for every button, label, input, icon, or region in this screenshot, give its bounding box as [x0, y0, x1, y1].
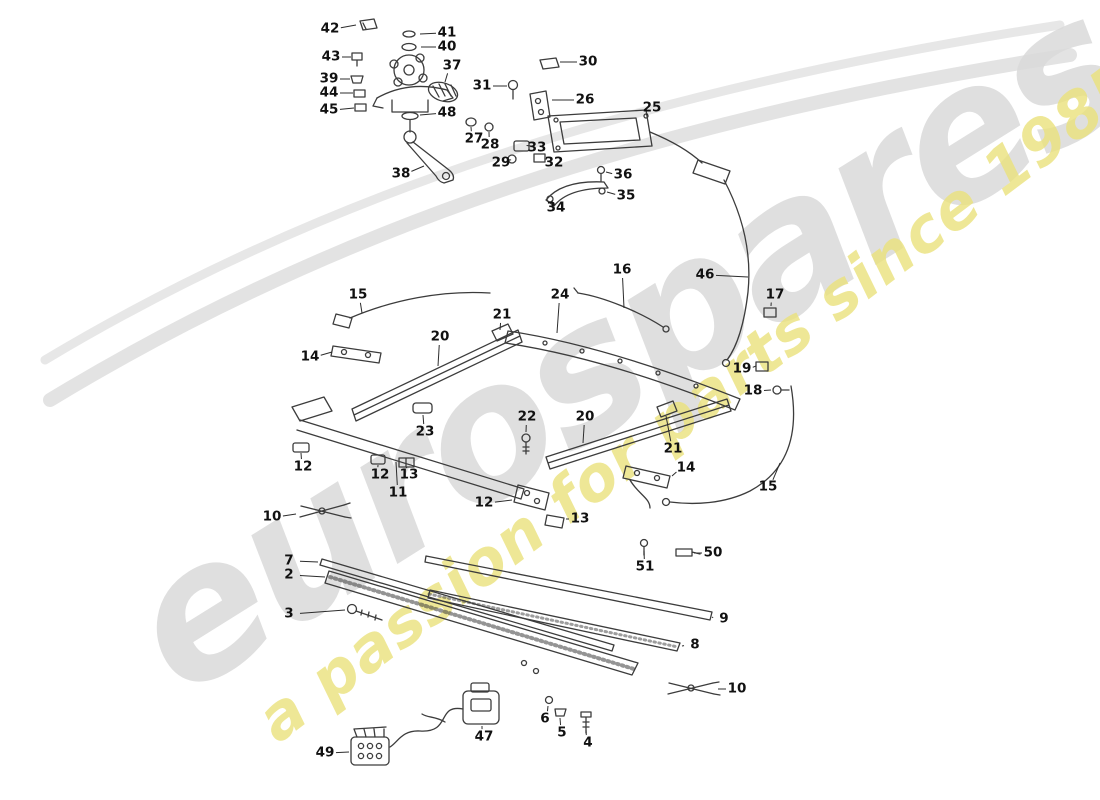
part-number-label: 30: [578, 53, 598, 70]
part-number-label: 4: [583, 734, 593, 751]
part-number-label: 29: [491, 154, 511, 171]
cross-member: [504, 330, 741, 411]
part-number-label: 14: [676, 459, 696, 476]
part-number-label: 14: [300, 348, 320, 365]
part-number-label: 47: [474, 728, 494, 745]
part-number-label: 42: [320, 20, 340, 37]
part-number-label: 3: [284, 605, 294, 622]
part-number-label: 40: [437, 38, 457, 55]
part-number-label: 8: [690, 636, 700, 653]
part-number-label: 45: [319, 101, 339, 118]
part-number-label: 38: [391, 165, 411, 182]
part-number-label: 12: [293, 458, 313, 475]
part-number-label: 27: [464, 130, 484, 147]
part-number-label: 11: [388, 484, 408, 501]
connecting-rod: [573, 287, 670, 333]
inner-frame: [291, 396, 565, 529]
part-number-label: 22: [517, 408, 537, 425]
sunroof-motor-assembly: [350, 18, 459, 184]
part-number-label: 28: [480, 136, 500, 153]
part-number-label: 34: [546, 199, 566, 216]
part-number-label: 6: [540, 710, 550, 727]
guide-rail-right: [412, 398, 732, 470]
part-number-label: 36: [613, 166, 633, 183]
part-number-label: 44: [319, 84, 339, 101]
part-number-label: 2: [284, 566, 294, 583]
left-tension-cable: [330, 291, 491, 364]
guide-rail-left: [351, 323, 523, 422]
right-tension-cable: [661, 385, 795, 507]
part-number-label: 15: [758, 478, 778, 495]
switch-and-harness: [350, 682, 500, 766]
part-number-label: 16: [612, 261, 632, 278]
part-number-label: 50: [703, 544, 723, 561]
part-number-label: 35: [616, 187, 636, 204]
part-number-label: 15: [348, 286, 368, 303]
part-number-label: 12: [474, 494, 494, 511]
part-number-label: 49: [315, 744, 335, 761]
part-number-label: 10: [262, 508, 282, 525]
part-number-label: 43: [321, 48, 341, 65]
part-number-label: 13: [399, 466, 419, 483]
part-number-label: 24: [550, 286, 570, 303]
part-number-label: 7: [284, 552, 294, 569]
part-number-label: 25: [642, 99, 662, 116]
part-number-label: 10: [727, 680, 747, 697]
part-number-label: 37: [442, 57, 462, 74]
part-number-label: 17: [765, 286, 785, 303]
part-number-label: 20: [430, 328, 450, 345]
part-number-label: 13: [570, 510, 590, 527]
drive-bracket-assembly: [465, 57, 731, 207]
part-number-label: 9: [719, 610, 729, 627]
part-number-label: 51: [635, 558, 655, 575]
part-number-label: 23: [415, 423, 435, 440]
part-number-label: 33: [527, 139, 547, 156]
part-number-label: 46: [695, 266, 715, 283]
part-number-label: 39: [319, 70, 339, 87]
part-number-label: 12: [370, 466, 390, 483]
part-number-label: 18: [743, 382, 763, 399]
part-number-label: 5: [557, 724, 567, 741]
part-number-label: 48: [437, 104, 457, 121]
part-number-label: 21: [663, 440, 683, 457]
part-number-label: 20: [575, 408, 595, 425]
part-number-label: 41: [437, 24, 457, 41]
part-number-label: 31: [472, 77, 492, 94]
wind-deflector-slats: [319, 555, 721, 734]
drive-cable: [721, 179, 777, 368]
part-number-label: 26: [575, 91, 595, 108]
part-number-label: 32: [544, 154, 564, 171]
part-number-label: 19: [732, 360, 752, 377]
part-number-label: 21: [492, 306, 512, 323]
